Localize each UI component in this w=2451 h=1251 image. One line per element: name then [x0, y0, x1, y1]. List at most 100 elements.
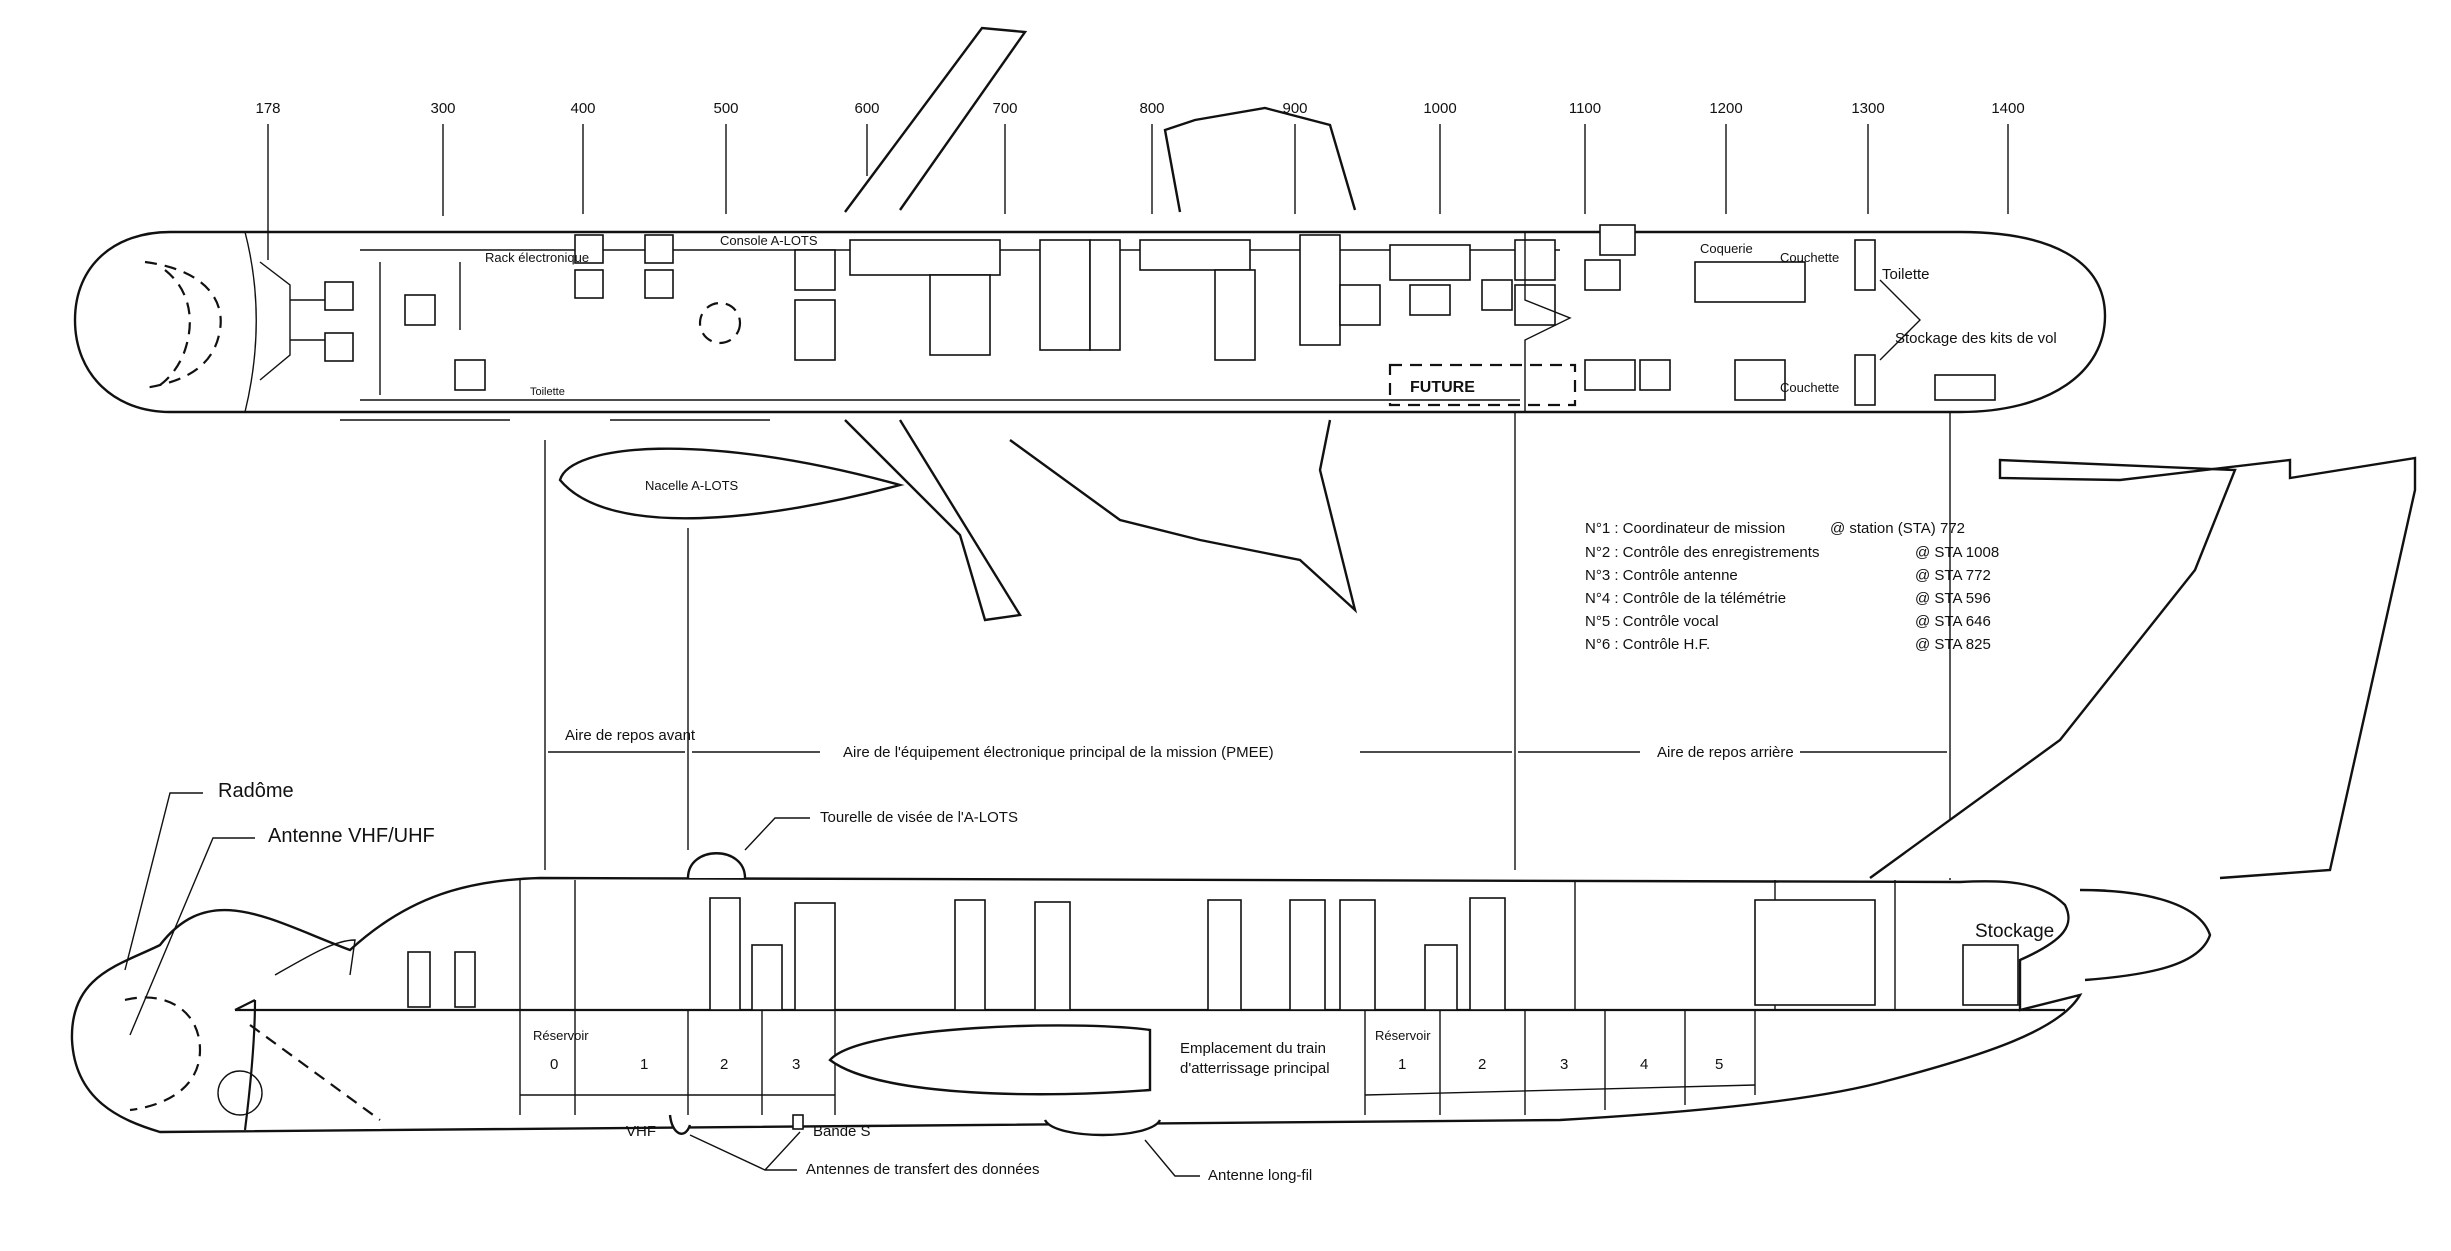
station-label-1400: 1400: [1991, 100, 2024, 117]
callout-radome: Radôme: [218, 780, 294, 802]
top-view-wing-tip-upper: [1163, 106, 1357, 213]
station-label-1300: 1300: [1851, 100, 1884, 117]
top-view-bulkhead-fwd: [379, 262, 461, 395]
legend-sta-4: @ STA 596: [1915, 590, 1991, 607]
callout-leader-long-wire: [1144, 1139, 1200, 1177]
station-label-800: 800: [1139, 100, 1164, 117]
top-view-label-rack: Rack électronique: [485, 250, 589, 265]
legend-role-3: N°3 : Contrôle antenne: [1585, 567, 1738, 584]
side-view-radome-dashed: [124, 996, 202, 1112]
tank-aft-4: 4: [1640, 1056, 1648, 1073]
side-view-racks: [709, 897, 2019, 1011]
tank-fwd-1: 1: [640, 1056, 648, 1073]
side-view: Réservoir 0 1 2 3 Réservoir 1 2 3 4 5 Em…: [70, 456, 2417, 1137]
callout-tourelle: Tourelle de visée de l'A-LOTS: [820, 809, 1018, 826]
station-label-600: 600: [854, 100, 879, 117]
station-label-1000: 1000: [1423, 100, 1456, 117]
top-view-label-coquerie: Coquerie: [1700, 241, 1753, 256]
station-scale: 178 300 400 500 600 700 800 900 1000 1100 1200 1300…: [255, 100, 2025, 260]
callout-vhf: VHF: [626, 1123, 656, 1140]
top-view-nose-frame: [259, 261, 291, 381]
top-view: Rack électronique Console A-LOTS Toilett…: [73, 26, 2107, 622]
callout-leader-data-antennas: [689, 1131, 801, 1171]
top-view-label-stockage-kits: Stockage des kits de vol: [1895, 330, 2057, 347]
legend-sta-6: @ STA 825: [1915, 636, 1991, 653]
legend-sta-1: @ station (STA) 772: [1830, 520, 1965, 537]
top-view-console-circle: [698, 301, 742, 345]
station-label-300: 300: [430, 100, 455, 117]
top-view-nose-lines: [290, 299, 330, 341]
side-view-bande-s-antenna: [792, 1114, 804, 1130]
area-label-pmee: Aire de l'équipement électronique princi…: [843, 744, 1274, 761]
side-view-cockpit-seat: [274, 939, 356, 976]
legend-sta-3: @ STA 772: [1915, 567, 1991, 584]
station-label-700: 700: [992, 100, 1017, 117]
top-view-label-console: Console A-LOTS: [720, 233, 818, 248]
legend-sta-5: @ STA 646: [1915, 613, 1991, 630]
tank-aft-title: Réservoir: [1375, 1028, 1431, 1043]
side-view-vertical-tail: [1869, 456, 2417, 880]
side-view-seat-fwd-1: [407, 951, 431, 1008]
top-view-label-toilette: Toilette: [1882, 266, 1930, 283]
tank-fwd-3: 3: [792, 1056, 800, 1073]
tank-fwd-0: 0: [550, 1056, 558, 1073]
tank-aft-2: 2: [1478, 1056, 1486, 1073]
top-view-cockpit-bulkhead: [244, 231, 257, 413]
legend-role-6: N°6 : Contrôle H.F.: [1585, 636, 1710, 653]
callout-vhf-uhf: Antenne VHF/UHF: [268, 825, 435, 847]
tank-fwd-2: 2: [720, 1056, 728, 1073]
top-view-nacelle: [558, 447, 905, 520]
top-view-left-wing: [844, 26, 1028, 213]
top-view-label-future: FUTURE: [1410, 379, 1475, 396]
top-view-right-wing: [844, 419, 1022, 622]
station-label-400: 400: [570, 100, 595, 117]
callouts: Radôme Antenne VHF/UHF Tourelle de visée…: [124, 780, 1312, 1184]
side-view-nose-dashed-line: [249, 1024, 381, 1121]
top-view-label-couchette-2: Couchette: [1780, 380, 1839, 395]
callout-leader-radome: [124, 792, 203, 971]
top-view-future-area: [1388, 363, 1577, 407]
area-dimensions: Aire de repos avant Aire de l'équipement…: [544, 412, 1951, 880]
top-view-label-couchette-1: Couchette: [1780, 250, 1839, 265]
side-view-cockpit-frame: [234, 999, 257, 1131]
side-view-vhf-antenna: [668, 1114, 692, 1135]
station-label-1200: 1200: [1709, 100, 1742, 117]
station-label-178: 178: [255, 100, 280, 117]
top-view-aft-bulkhead: [1524, 232, 1572, 412]
side-view-alots-turret: [686, 852, 747, 879]
top-view-label-toilet-fwd: Toilette: [530, 386, 565, 398]
callout-data-antennas: Antennes de transfert des données: [806, 1161, 1040, 1178]
area-label-fwd-rest: Aire de repos avant: [565, 727, 696, 744]
side-view-long-wire-antenna: [1043, 1119, 1162, 1137]
tank-aft-5: 5: [1715, 1056, 1723, 1073]
side-view-seat-fwd-2: [454, 951, 476, 1008]
station-label-900: 900: [1282, 100, 1307, 117]
tank-aft-3: 3: [1560, 1056, 1568, 1073]
legend-role-4: N°4 : Contrôle de la télémétrie: [1585, 590, 1786, 607]
top-view-nose-dashed-arc: [144, 260, 222, 390]
top-view-label-nacelle: Nacelle A-LOTS: [645, 478, 739, 493]
callout-leader-vhf-uhf: [129, 837, 255, 1036]
tank-fwd-title: Réservoir: [533, 1028, 589, 1043]
callout-long-wire: Antenne long-fil: [1208, 1167, 1312, 1184]
area-label-aft-rest: Aire de repos arrière: [1657, 744, 1794, 761]
legend-role-2: N°2 : Contrôle des enregistrements: [1585, 544, 1819, 561]
legend-sta-2: @ STA 1008: [1915, 544, 1999, 561]
top-view-nose-dashed-arc-2: [159, 269, 191, 386]
callout-bande-s: Bande S: [813, 1123, 871, 1140]
station-label-500: 500: [713, 100, 738, 117]
side-view-landing-gear-label-line2: d'atterrissage principal: [1180, 1060, 1330, 1077]
side-view-landing-gear-well: [828, 1024, 1152, 1096]
side-view-fuselage: [70, 876, 2083, 1134]
legend: N°1 : Coordinateur de mission @ station …: [1585, 520, 1999, 653]
legend-role-1: N°1 : Coordinateur de mission: [1585, 520, 1785, 537]
side-view-landing-gear-label-line1: Emplacement du train: [1180, 1040, 1326, 1057]
side-view-label-stockage: Stockage: [1975, 921, 2054, 942]
top-view-aft-galley: [1879, 279, 1921, 361]
tank-aft-1: 1: [1398, 1056, 1406, 1073]
top-view-wing-tip-lower: [1009, 419, 1358, 614]
callout-leader-tourelle: [744, 817, 810, 851]
top-view-seats: [324, 224, 1996, 406]
legend-role-5: N°5 : Contrôle vocal: [1585, 613, 1719, 630]
station-label-1100: 1100: [1569, 100, 1601, 117]
